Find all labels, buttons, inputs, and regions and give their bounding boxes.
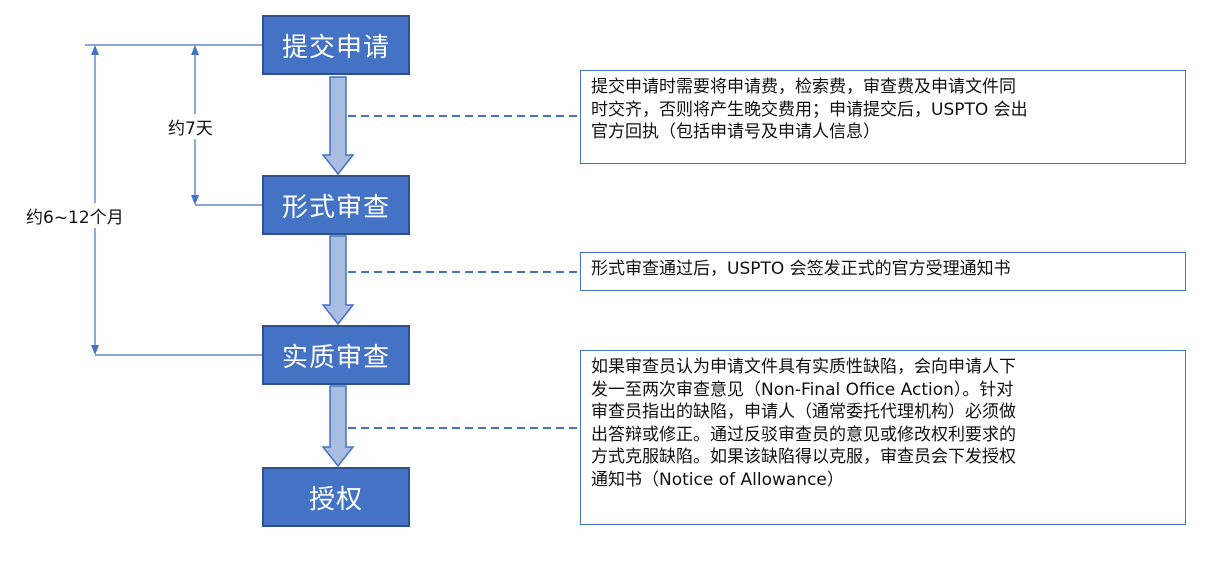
step-substantive-examination: 实质审查 — [262, 325, 410, 385]
step-formal-examination: 形式审查 — [262, 175, 410, 235]
flow-arrow-3 — [321, 385, 355, 468]
flow-arrow-1 — [321, 76, 355, 176]
step-submit-application: 提交申请 — [262, 15, 410, 75]
note-formal-examination: 形式审查通过后，USPTO 会签发正式的官方受理通知书 — [580, 252, 1186, 291]
duration-bracket-6-12-months — [85, 44, 262, 356]
duration-label-6-12-months: 约6~12个月 — [26, 203, 124, 228]
flow-arrow-2 — [321, 235, 355, 326]
note-submit-application: 提交申请时需要将申请费，检索费，审查费及申请文件同 时交齐，否则将产生晚交费用；… — [580, 70, 1186, 164]
step-grant: 授权 — [262, 467, 410, 527]
note-substantive-examination: 如果审查员认为申请文件具有实质性缺陷，会向申请人下 发一至两次审查意见（Non-… — [580, 350, 1186, 525]
duration-label-7-days: 约7天 — [168, 114, 213, 139]
